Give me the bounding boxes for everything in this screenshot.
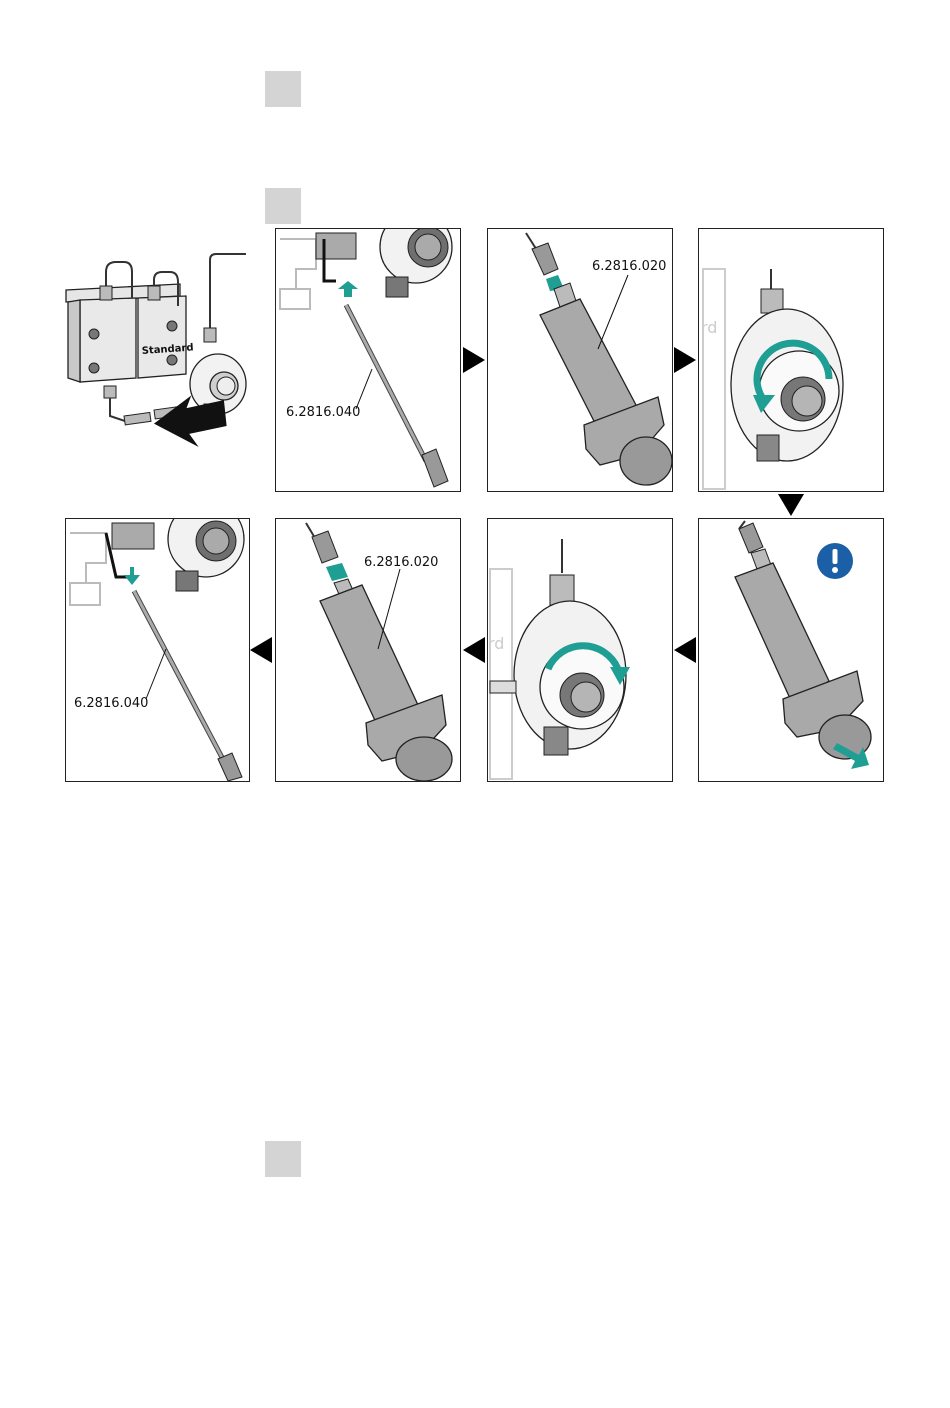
- arrow-left-icon: [674, 637, 696, 663]
- step-open-valve-panel: rd: [698, 228, 884, 492]
- arrow-down-icon: [778, 494, 804, 516]
- syringe-part-number: 6.2816.020: [592, 259, 666, 274]
- step-insert-needle-panel: 6.2816.040: [275, 228, 461, 492]
- arrow-left-icon: [463, 637, 485, 663]
- svg-text:rd: rd: [701, 318, 717, 337]
- arrow-left-icon: [250, 637, 272, 663]
- step-close-valve-panel: rd: [487, 518, 673, 782]
- arrow-right-icon: [674, 347, 696, 373]
- step-marker-2: [265, 188, 301, 224]
- needle-part-number: 6.2816.040: [286, 405, 360, 420]
- arrow-right-icon: [463, 347, 485, 373]
- step-marker-1: [265, 71, 301, 107]
- syringe-part-number: 6.2816.020: [364, 555, 438, 570]
- step-detach-syringe-panel: 6.2816.020: [275, 518, 461, 782]
- step-attach-syringe-panel: 6.2816.020: [487, 228, 673, 492]
- step-marker-3: [265, 1141, 301, 1177]
- step-remove-needle-panel: 6.2816.040: [65, 518, 250, 782]
- device-overview-illustration: Standard: [58, 246, 258, 462]
- needle-part-number: 6.2816.040: [74, 696, 148, 711]
- svg-text:rd: rd: [488, 634, 504, 653]
- step-draw-syringe-panel: [698, 518, 884, 782]
